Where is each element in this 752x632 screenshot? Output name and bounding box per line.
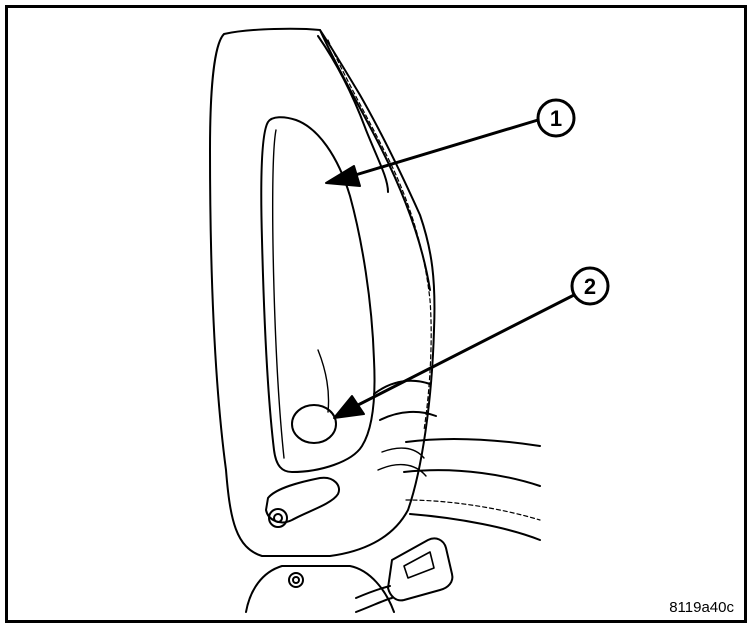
seat-cushion-top <box>403 438 541 487</box>
lower-bolster-contour <box>373 379 437 421</box>
seat-cushion-front <box>409 513 541 541</box>
knob[interactable] <box>291 404 337 444</box>
seatbelt-webbing <box>355 585 393 613</box>
seatback-outer-shell <box>209 27 436 557</box>
callout-1-circle <box>536 98 576 138</box>
callout-2: 2 <box>333 266 610 419</box>
recliner-pivot <box>268 508 288 528</box>
recliner-pivot-hub <box>273 513 283 523</box>
callout-1-label: 1 <box>550 106 562 131</box>
airbag-trim-panel <box>260 116 376 473</box>
seatback-shoulder-contour <box>317 35 389 193</box>
seat-base <box>245 565 395 613</box>
callout-2-label: 2 <box>584 274 596 299</box>
seat-cushion-stitch <box>405 499 541 521</box>
callout-2-leader <box>354 292 578 408</box>
callout-1-leader <box>350 118 540 178</box>
seat-cushion-crease <box>377 447 427 477</box>
seatback-stitch-line <box>327 39 432 431</box>
base-bolt-hub <box>292 576 300 584</box>
base-bolt <box>288 572 304 588</box>
figure-frame <box>5 5 747 623</box>
seatbelt-buckle <box>387 537 454 602</box>
seatbelt-buckle-slot <box>403 551 435 579</box>
figure-id: 8119a40c <box>669 599 734 616</box>
callout-1: 1 <box>325 98 576 187</box>
recliner-lever[interactable] <box>265 476 340 524</box>
callout-2-arrowhead <box>333 395 365 419</box>
airbag-panel-contour <box>317 349 330 413</box>
callout-2-circle <box>570 266 610 306</box>
callout-1-arrowhead <box>325 165 361 187</box>
airbag-panel-inner-edge <box>271 129 285 459</box>
